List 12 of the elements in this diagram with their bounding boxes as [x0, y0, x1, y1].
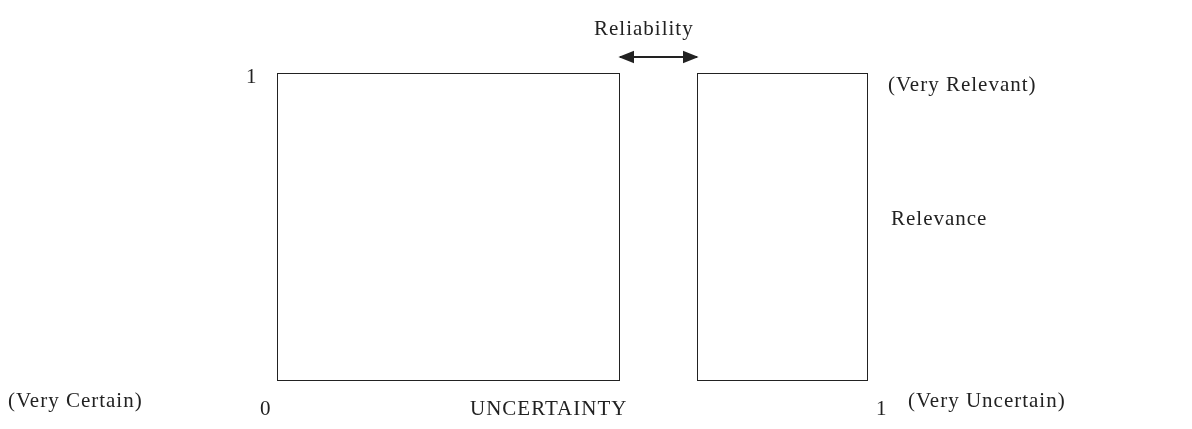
- tick-label: 0: [260, 398, 272, 419]
- scale-note: (Very Uncertain): [908, 390, 1066, 411]
- scale-note: (Very Certain): [8, 390, 143, 411]
- edge-label: Reliability: [594, 18, 694, 39]
- empty-rectangle: [277, 73, 620, 381]
- double-arrow: [618, 50, 699, 64]
- empty-rectangle: [697, 73, 868, 381]
- scale-note: (Very Relevant): [888, 74, 1037, 95]
- axis-title: UNCERTAINTY: [470, 398, 628, 419]
- axis-title: Relevance: [891, 208, 988, 229]
- tick-label: 1: [876, 398, 888, 419]
- tick-label: 1: [246, 66, 258, 87]
